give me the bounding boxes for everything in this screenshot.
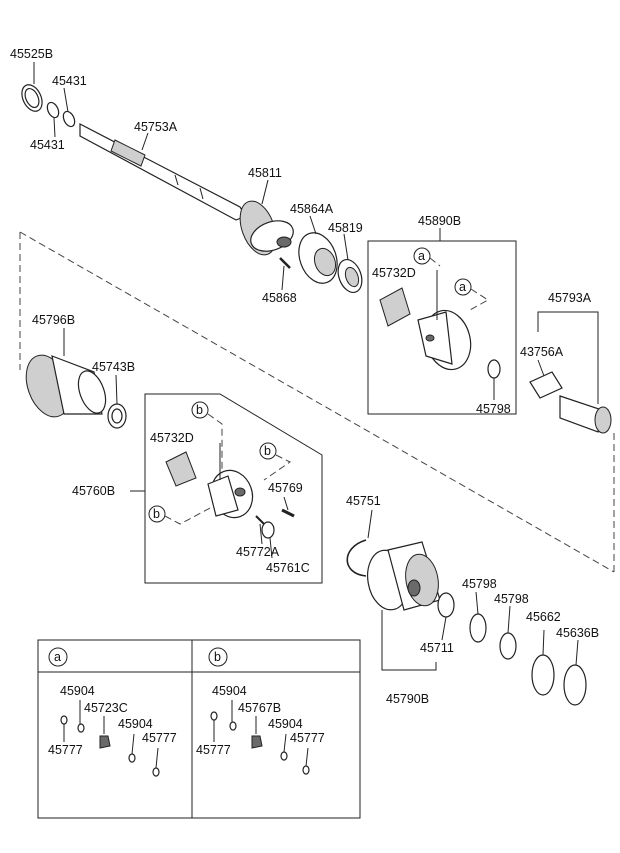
legend-b-label-5: 45777 bbox=[290, 731, 325, 745]
label-45751: 45751 bbox=[346, 494, 381, 508]
ring-45798-c bbox=[499, 632, 517, 660]
ring-45711 bbox=[437, 592, 455, 618]
marker-b-2-text: b bbox=[264, 444, 271, 458]
label-43756A: 43756A bbox=[520, 345, 564, 359]
legend-a-label-3: 45904 bbox=[118, 717, 153, 731]
marker-b-1: b bbox=[191, 401, 223, 470]
pin-45772A bbox=[255, 515, 265, 525]
ring-45431-b bbox=[62, 110, 76, 128]
marker-a-1-text: a bbox=[418, 249, 425, 263]
bearing-45819 bbox=[337, 258, 363, 294]
marker-a-1: a bbox=[413, 247, 441, 267]
washer-45761C bbox=[261, 521, 275, 539]
label-45732D-2: 45732D bbox=[150, 431, 194, 445]
washer-45743B bbox=[107, 403, 127, 429]
label-45798-1: 45798 bbox=[476, 402, 511, 416]
marker-a-2: a bbox=[454, 278, 489, 311]
legend-b-key: b bbox=[214, 650, 221, 664]
ring-45431-a bbox=[46, 101, 60, 119]
legend-a-label-5: 45777 bbox=[142, 731, 177, 745]
washer-45798-a bbox=[487, 359, 501, 379]
ring-45636B bbox=[563, 664, 587, 706]
legend-a-key: a bbox=[54, 650, 61, 664]
marker-b-2: b bbox=[259, 442, 291, 481]
callout-labels: 45525B 45431 45431 45753A 45811 45864A 4… bbox=[10, 47, 599, 706]
marker-b-3: b bbox=[148, 505, 215, 525]
label-45811: 45811 bbox=[248, 166, 282, 180]
drum-45790B bbox=[367, 541, 441, 611]
carrier-45890B bbox=[379, 287, 472, 371]
label-45753A: 45753A bbox=[134, 120, 178, 134]
legend-b-label-4: 45777 bbox=[196, 743, 231, 757]
legend-a-label-4: 45777 bbox=[48, 743, 83, 757]
drum-45796B bbox=[25, 354, 107, 418]
marker-b-3-text: b bbox=[153, 507, 160, 521]
housing-45864A bbox=[298, 232, 338, 284]
label-45732D-1: 45732D bbox=[372, 266, 416, 280]
leader-lines bbox=[33, 62, 599, 671]
label-45890B: 45890B bbox=[418, 214, 461, 228]
carrier-45760B bbox=[165, 451, 254, 519]
ring-45798-b bbox=[469, 613, 487, 643]
seal-45525B bbox=[21, 84, 43, 112]
label-45662: 45662 bbox=[526, 610, 561, 624]
legend-b-label-1: 45904 bbox=[212, 684, 247, 698]
label-45760B: 45760B bbox=[72, 484, 115, 498]
label-45525B: 45525B bbox=[10, 47, 53, 61]
marker-a-2-text: a bbox=[459, 280, 466, 294]
legend-a-label-1: 45904 bbox=[60, 684, 95, 698]
sleeve-43756A bbox=[529, 371, 563, 399]
label-45772A: 45772A bbox=[236, 545, 280, 559]
label-45793A: 45793A bbox=[548, 291, 592, 305]
legend-a-label-2: 45723C bbox=[84, 701, 128, 715]
legend-b-label-3: 45904 bbox=[268, 717, 303, 731]
label-45636B: 45636B bbox=[556, 626, 599, 640]
legend: a 45904 45723C 45904 45777 45777 b 45904… bbox=[37, 639, 361, 819]
legend-b: b 45904 45767B 45904 45777 45777 bbox=[196, 647, 325, 775]
label-45796B: 45796B bbox=[32, 313, 75, 327]
label-45798-2: 45798 bbox=[462, 577, 497, 591]
box-45890B bbox=[367, 240, 517, 415]
label-45790B: 45790B bbox=[386, 692, 429, 706]
shaft-45753A bbox=[79, 123, 247, 221]
label-45431-bottom: 45431 bbox=[30, 138, 65, 152]
bolt-45868 bbox=[279, 257, 291, 269]
label-45743B: 45743B bbox=[92, 360, 135, 374]
label-45769: 45769 bbox=[268, 481, 303, 495]
label-45864A: 45864A bbox=[290, 202, 334, 216]
label-45711: 45711 bbox=[420, 641, 454, 655]
assembly-outline bbox=[19, 231, 615, 573]
shaft-45793A bbox=[559, 395, 612, 434]
gear-45811 bbox=[239, 200, 294, 256]
marker-b-1-text: b bbox=[196, 403, 203, 417]
ring-45662 bbox=[531, 654, 555, 696]
label-45868: 45868 bbox=[262, 291, 297, 305]
label-45798-3: 45798 bbox=[494, 592, 529, 606]
legend-a: a 45904 45723C 45904 45777 45777 bbox=[48, 647, 177, 777]
snap-ring-45751 bbox=[346, 539, 367, 577]
pin-45769 bbox=[281, 508, 295, 518]
label-45819: 45819 bbox=[328, 221, 363, 235]
box-45760B bbox=[144, 393, 323, 584]
legend-b-label-2: 45767B bbox=[238, 701, 281, 715]
label-45431-top: 45431 bbox=[52, 74, 87, 88]
label-45761C: 45761C bbox=[266, 561, 310, 575]
